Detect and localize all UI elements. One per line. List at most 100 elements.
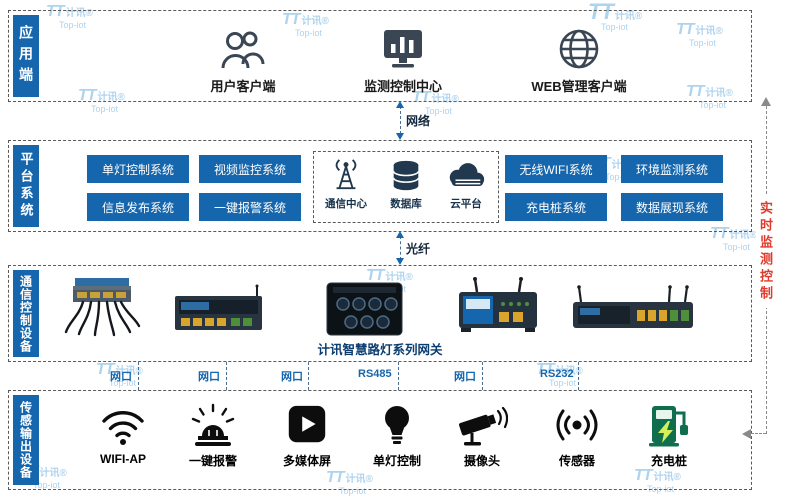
brand-logo-tt: TT [536, 361, 555, 378]
sensor-item-alarm: 一键报警 [168, 401, 258, 469]
system-box-charging: 充电桩系统 [505, 193, 607, 221]
light-bulb-icon [352, 401, 442, 449]
brand-logo-tt: TT [710, 225, 729, 242]
brand-subtitle: Top-iot [723, 241, 751, 252]
app-item-label: 用户客户端 [210, 79, 276, 94]
brand-logo-tt: TT [282, 11, 301, 28]
brand-name: 计讯® [345, 474, 373, 485]
core-item-comm-center: 通信中心 [316, 155, 376, 211]
port-connector-line [482, 362, 483, 390]
arrow-down-icon [396, 258, 404, 265]
brand-name: 计讯® [695, 26, 723, 37]
arrow-up-icon [396, 101, 404, 108]
brand-logo-tt: TT [588, 0, 614, 24]
gateway-caption: 计讯智慧路灯系列网关 [317, 343, 443, 357]
brand-subtitle: Top-iot [339, 485, 367, 496]
realtime-monitor-label: 实时监测控制 [756, 196, 775, 308]
brand-name: 计讯® [97, 92, 125, 103]
brand-name: 计讯® [431, 94, 459, 105]
brand-name: 计讯® [39, 468, 67, 479]
gateway-device-2 [171, 284, 266, 344]
port-connector-line [398, 362, 399, 390]
brand-logo-tt: TT [634, 467, 653, 484]
brand-subtitle: Top-iot [699, 99, 727, 110]
fiber-connector-label: 光纤 [406, 242, 431, 256]
gateway-device-1 [59, 274, 145, 345]
sensor-item-sensor: 传感器 [532, 401, 622, 469]
brand-subtitle: Top-iot [549, 377, 577, 388]
brand-subtitle: Top-iot [689, 37, 717, 48]
network-connector-label: 网络 [406, 114, 431, 128]
brand-logo-tt: TT [366, 267, 385, 284]
core-item-cloud: 云平台 [436, 155, 496, 211]
cloud-icon [436, 155, 496, 195]
realtime-monitor-elbow [751, 433, 766, 434]
sensor-icon [532, 401, 622, 449]
brand-name: 计讯® [115, 366, 143, 377]
database-icon [376, 155, 436, 195]
system-box-wifi: 无线WIFI系统 [505, 155, 607, 183]
network-connector-line [400, 106, 401, 134]
sensor-item-label: 单灯控制 [372, 454, 421, 468]
port-connector-line [138, 362, 139, 390]
app-item-label: 监测控制中心 [363, 79, 442, 94]
brand-subtitle: Top-iot [605, 171, 633, 182]
charging-pile-icon [624, 401, 714, 449]
sensor-item-charging-pile: 充电桩 [624, 401, 714, 469]
core-item-label: 数据库 [390, 198, 422, 210]
brand-subtitle: Top-iot [647, 483, 675, 494]
sensor-item-media-screen: 多媒体屏 [262, 401, 352, 469]
brand-name: 计讯® [729, 230, 757, 241]
platform-layer-tab: 平台系统 [13, 145, 39, 227]
app-item-user-client: 用户客户端 [173, 25, 313, 95]
brand-name: 计讯® [385, 272, 413, 283]
application-layer-tab: 应用端 [13, 15, 39, 97]
port-label: RS232 [540, 368, 574, 380]
brand-logo-tt: TT [686, 83, 705, 100]
antenna-icon [316, 155, 376, 195]
system-box-env-monitor: 环境监测系统 [621, 155, 723, 183]
gateway-layer-box: 通信控制设备 [8, 265, 752, 362]
camera-icon [437, 401, 527, 449]
sensor-item-label: 充电桩 [650, 454, 687, 468]
port-label: 网口 [454, 371, 476, 383]
brand-subtitle: Top-iot [59, 19, 87, 30]
system-box-info-publish: 信息发布系统 [87, 193, 189, 221]
brand-logo-tt: TT [676, 21, 695, 38]
port-connector-line [578, 362, 579, 390]
brand-subtitle: Top-iot [601, 22, 629, 33]
brand-logo-tt: TT [96, 361, 115, 378]
port-label: 网口 [281, 371, 303, 383]
arrow-up-icon [396, 231, 404, 238]
sensor-item-label: 传感器 [558, 454, 595, 468]
core-item-label: 通信中心 [325, 198, 367, 210]
application-layer-box: 应用端 用户客户端 [8, 10, 752, 102]
port-label: 网口 [110, 371, 132, 383]
brand-subtitle: Top-iot [425, 105, 453, 116]
sensor-item-label: 一键报警 [188, 454, 237, 468]
brand-name: 计讯® [301, 16, 329, 27]
globe-icon [509, 25, 649, 73]
gateway-device-3 [317, 280, 412, 343]
gateway-device-5 [571, 284, 696, 339]
sensor-item-camera: 摄像头 [437, 401, 527, 469]
app-item-web-client: WEB管理客户端 [509, 25, 649, 95]
port-connector-line [308, 362, 309, 390]
fiber-connector-line [400, 236, 401, 260]
media-screen-icon [262, 401, 352, 449]
system-box-video-monitor: 视频监控系统 [199, 155, 301, 183]
platform-core-box: 通信中心 数据库 [313, 151, 499, 223]
arrow-left-icon [742, 429, 751, 439]
sensor-item-light-control: 单灯控制 [352, 401, 442, 469]
alarm-beacon-icon [168, 401, 258, 449]
